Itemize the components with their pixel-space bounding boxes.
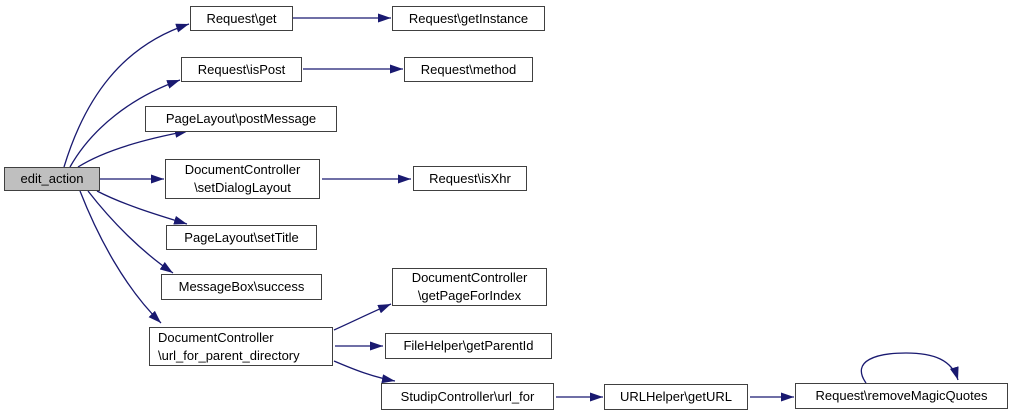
edge-url-for-parent-to-studip-url-for [333, 360, 396, 384]
node-request-ispost[interactable]: Request\isPost [181, 57, 302, 82]
node-studipcontroller-url-for[interactable]: StudipController\url_for [381, 383, 554, 410]
node-request-removemagicquotes[interactable]: Request\removeMagicQuotes [795, 383, 1008, 409]
node-pagelayout-postmessage[interactable]: PageLayout\postMessage [145, 106, 337, 132]
edge-edit-action-to-pagelayout-settitle [96, 190, 188, 225]
node-documentcontroller-setdialoglayout[interactable]: DocumentController \setDialogLayout [165, 159, 320, 199]
edge-edit-action-to-request-ispost [69, 79, 181, 168]
edge-edit-action-to-messagebox-success [87, 190, 174, 274]
node-urlhelper-geturl[interactable]: URLHelper\getURL [604, 384, 748, 410]
edge-edit-action-to-pagelayout-postmessage [77, 128, 189, 168]
node-request-method[interactable]: Request\method [404, 57, 533, 82]
node-request-get[interactable]: Request\get [190, 6, 293, 31]
edge-url-for-parent-to-getpageforindex [333, 303, 392, 331]
node-messagebox-success[interactable]: MessageBox\success [161, 274, 322, 300]
node-request-getinstance[interactable]: Request\getInstance [392, 6, 545, 31]
node-documentcontroller-getpageforindex[interactable]: DocumentController \getPageForIndex [392, 268, 547, 306]
edge-edit-action-to-url-for-parent-directory [79, 190, 162, 324]
edge-edit-action-to-request-get [63, 23, 190, 168]
node-filehelper-getparentid[interactable]: FileHelper\getParentId [385, 333, 552, 359]
node-request-isxhr[interactable]: Request\isXhr [413, 166, 527, 191]
node-pagelayout-settitle[interactable]: PageLayout\setTitle [166, 225, 317, 250]
node-edit-action[interactable]: edit_action [4, 167, 100, 191]
node-documentcontroller-url-for-parent-directory[interactable]: DocumentController \url_for_parent_direc… [149, 327, 333, 366]
edge-removemagicquotes-self-loop [860, 352, 959, 384]
